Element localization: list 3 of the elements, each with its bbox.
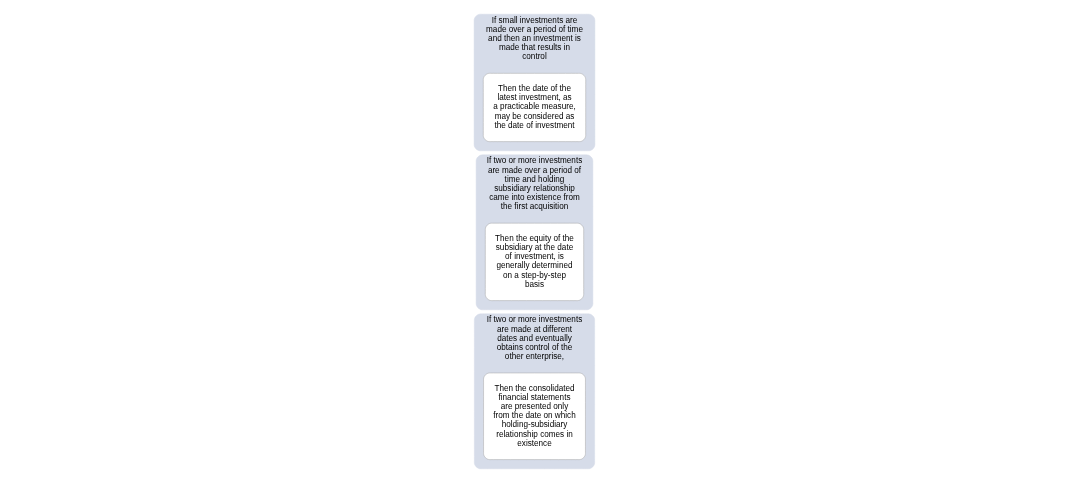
node-box: Then the consolidated financial statements are presented only from the date on which holding-subsidiary relationship comes in existence — [482, 372, 586, 460]
node-box: Then the date of the latest investment, as a practicable measure, may be considered as the date of investment — [482, 73, 586, 142]
node-box: Then the equity of the subsidiary at the date of investment, is generally determined on a step-by-step basis — [484, 222, 584, 301]
